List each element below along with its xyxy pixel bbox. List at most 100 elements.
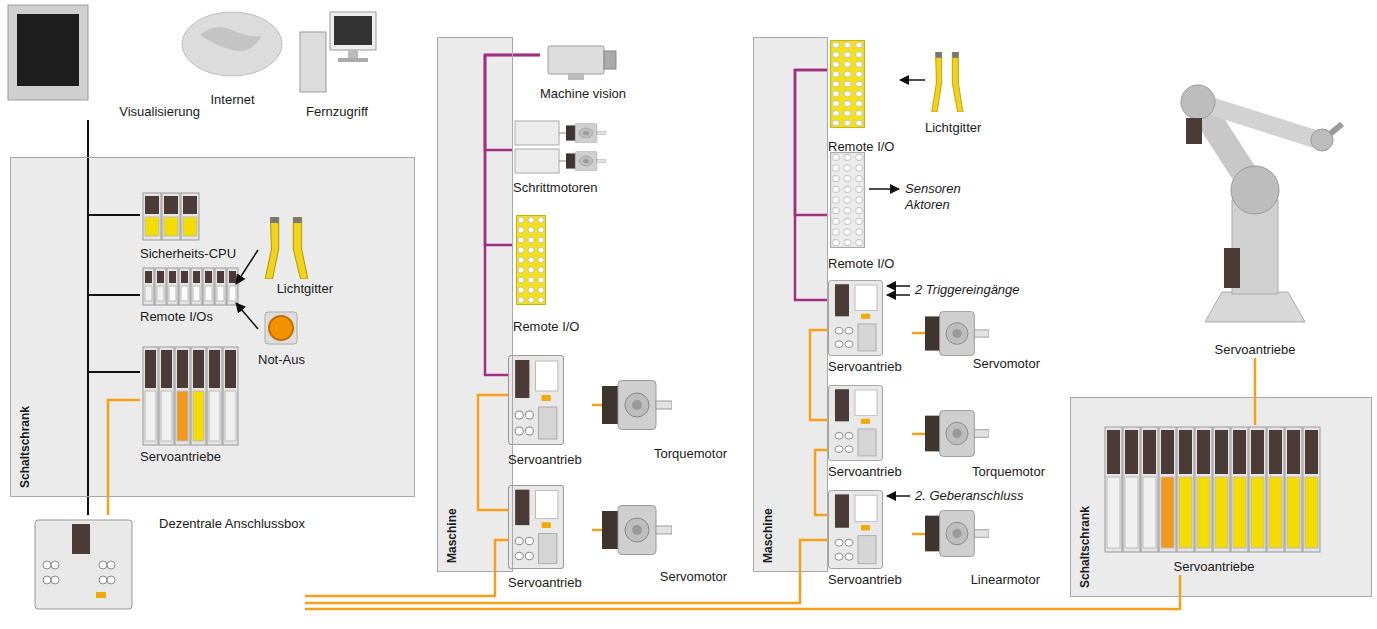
module-front [193,391,204,441]
drive-cable [305,540,828,603]
fieldbus-line [795,70,828,215]
device-node: Servoantriebe [1160,75,1350,358]
module-top [145,350,156,388]
pc-foot [338,58,368,62]
device-node: Torquemotor [925,408,1045,480]
device-node: Servoantrieb [508,483,592,591]
module [1231,427,1248,552]
device-node: Lichtgitter [258,215,333,297]
socket [107,576,115,584]
leader-arrow [887,294,910,296]
module [1285,427,1302,552]
device-label: Servoantrieb [508,451,582,468]
module-top [164,196,178,214]
device-node: Remote I/O [828,38,900,155]
estop-base [265,312,297,344]
module [191,268,202,305]
module-top [1269,430,1282,474]
module-front [1287,477,1300,548]
machine-panel: SchaltschrankServoantriebe [1070,397,1372,597]
stepper-drive [515,149,559,173]
panel-ground [1070,397,1372,597]
module-front [209,391,220,441]
drive-cable [810,330,828,420]
stepper-wire [559,161,566,162]
module-top [209,350,220,388]
network-line [88,120,140,295]
module [1159,427,1176,552]
servo-drive [829,280,883,355]
module-front [164,217,178,236]
robot-joint [1181,85,1215,119]
panel-ground [753,37,828,572]
module-front [1251,477,1264,548]
module [181,193,199,240]
monitor-icon [8,5,88,100]
device-label: Fernzugriff [306,103,368,120]
junction-top [72,524,90,554]
socket [43,561,51,569]
device-label: Machine vision [540,85,626,102]
module [1195,427,1212,552]
drive-cable [305,575,1180,609]
device-label: Schrittmotoren [513,179,598,196]
device-label: Servoantriebe [1174,558,1255,575]
module-top [169,271,176,283]
module-front [1125,477,1138,548]
module [1303,427,1320,552]
device-node: Remote I/O [513,213,610,335]
drive-cable [1254,358,1257,425]
device-node: Schrittmotoren [513,118,613,196]
panel-ground [437,37,513,572]
module-top [217,271,224,283]
module [191,347,206,445]
robot-tool [1330,124,1342,134]
module-front [1305,477,1318,548]
drive-cable [912,332,925,335]
drive-cable [478,395,508,510]
leader-arrow [887,285,910,287]
device-label: Torquemotor [972,463,1045,480]
panel-title: Schaltschrank [1077,506,1093,588]
device-label: Visualisierung [119,103,200,120]
module-top [1287,430,1300,474]
annotation: Sensoren Aktoren [905,181,967,213]
socket [51,576,59,584]
module-top [157,271,164,283]
servo-drive [829,490,883,568]
module-front [1215,477,1228,548]
module-front [169,286,176,301]
module-front [205,286,212,301]
drive-cable [592,529,602,532]
motor [602,506,672,555]
device-label: Servoantrieb [828,358,902,375]
device-label: Remote I/O [828,138,894,155]
junction-mark [96,592,106,598]
module [175,347,190,445]
cloud-icon [182,12,282,76]
module-top [177,350,188,388]
device-label: Lichtgitter [277,280,333,297]
camera-foot [568,74,584,80]
module-front [217,286,224,301]
module-front [145,286,152,301]
motor [602,381,672,430]
module [1123,427,1140,552]
camera-lens [604,51,616,69]
monitor-screen [17,14,79,86]
socket [43,576,51,584]
module [215,268,226,305]
robot-joint [1231,166,1279,214]
module [1141,427,1158,552]
device-node: Lichtgitter [925,50,995,136]
module-top [183,196,197,214]
pc-monitor [330,12,376,50]
module-top [1215,430,1228,474]
module [1105,427,1122,552]
module-top [1179,430,1192,474]
device-node: Servoantrieb [828,488,912,588]
pc-screen [334,16,372,45]
device-node: Remote I/Os [140,265,236,325]
device-node: Torquemotor [602,378,727,462]
